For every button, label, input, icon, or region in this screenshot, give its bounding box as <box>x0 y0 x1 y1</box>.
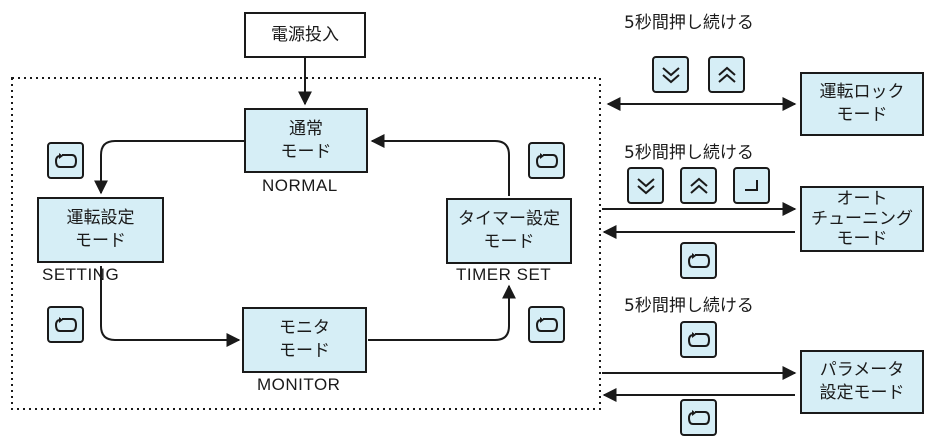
lock-mode-box: 運転ロック モード <box>800 72 924 136</box>
tuning-mode-box: オート チューニング モード <box>800 186 924 252</box>
normal-mode-box: 通常 モード <box>244 108 368 173</box>
cycle-key-icon <box>47 306 84 343</box>
normal-mode-line1: 通常 <box>289 118 323 139</box>
enter-key-icon <box>733 167 770 204</box>
tuning-mode-line1: オート <box>836 189 888 209</box>
hold-caption-tuning: 5秒間押し続ける <box>624 143 754 163</box>
timer-mode-line1: タイマー設定 <box>458 209 560 229</box>
timer-to-normal-arrow <box>370 134 510 196</box>
tuning-mode-line2: チューニング <box>811 209 913 229</box>
timer-mode-box: タイマー設定 モード <box>446 198 572 264</box>
setting-mode-caption: SETTING <box>42 265 120 284</box>
double-chevron-up-icon <box>680 167 717 204</box>
cycle-key-icon <box>528 142 565 179</box>
param-mode-box: パラメータ 設定モード <box>800 350 924 414</box>
monitor-mode-line2: モード <box>279 341 330 361</box>
cycle-key-icon <box>47 142 84 179</box>
setting-mode-line1: 運転設定 <box>66 208 135 228</box>
double-chevron-down-icon <box>652 56 689 93</box>
setting-mode-line2: モード <box>75 231 126 251</box>
normal-to-setting-arrow <box>94 140 244 195</box>
double-chevron-down-icon <box>627 167 664 204</box>
tuning-mode-line3: モード <box>836 229 888 249</box>
double-chevron-up-icon <box>708 56 745 93</box>
lock-mode-line1: 運転ロック <box>819 82 905 102</box>
normal-mode-caption: NORMAL <box>262 176 338 195</box>
param-mode-line2: 設定モード <box>819 383 905 403</box>
setting-to-monitor-arrow <box>100 266 241 347</box>
lock-mode-line2: モード <box>836 105 888 125</box>
param-mode-line1: パラメータ <box>819 360 905 380</box>
cycle-key-icon <box>680 321 717 358</box>
monitor-mode-line1: モニタ <box>279 318 330 338</box>
hold-caption-param: 5秒間押し続ける <box>624 296 754 316</box>
cycle-key-icon <box>528 306 565 343</box>
monitor-mode-caption: MONITOR <box>257 375 341 394</box>
normal-mode-line2: モード <box>280 141 332 162</box>
power-on-label: 電源投入 <box>271 24 339 45</box>
cycle-key-icon <box>680 242 717 279</box>
timer-mode-line2: モード <box>483 232 535 252</box>
cycle-key-icon <box>680 399 717 436</box>
timer-mode-caption: TIMER SET <box>456 265 552 284</box>
monitor-mode-box: モニタ モード <box>242 307 367 373</box>
power-on-box: 電源投入 <box>244 12 366 58</box>
monitor-to-timer-arrow <box>368 284 516 341</box>
hold-caption-lock: 5秒間押し続ける <box>624 13 754 33</box>
setting-mode-box: 運転設定 モード <box>37 197 164 263</box>
